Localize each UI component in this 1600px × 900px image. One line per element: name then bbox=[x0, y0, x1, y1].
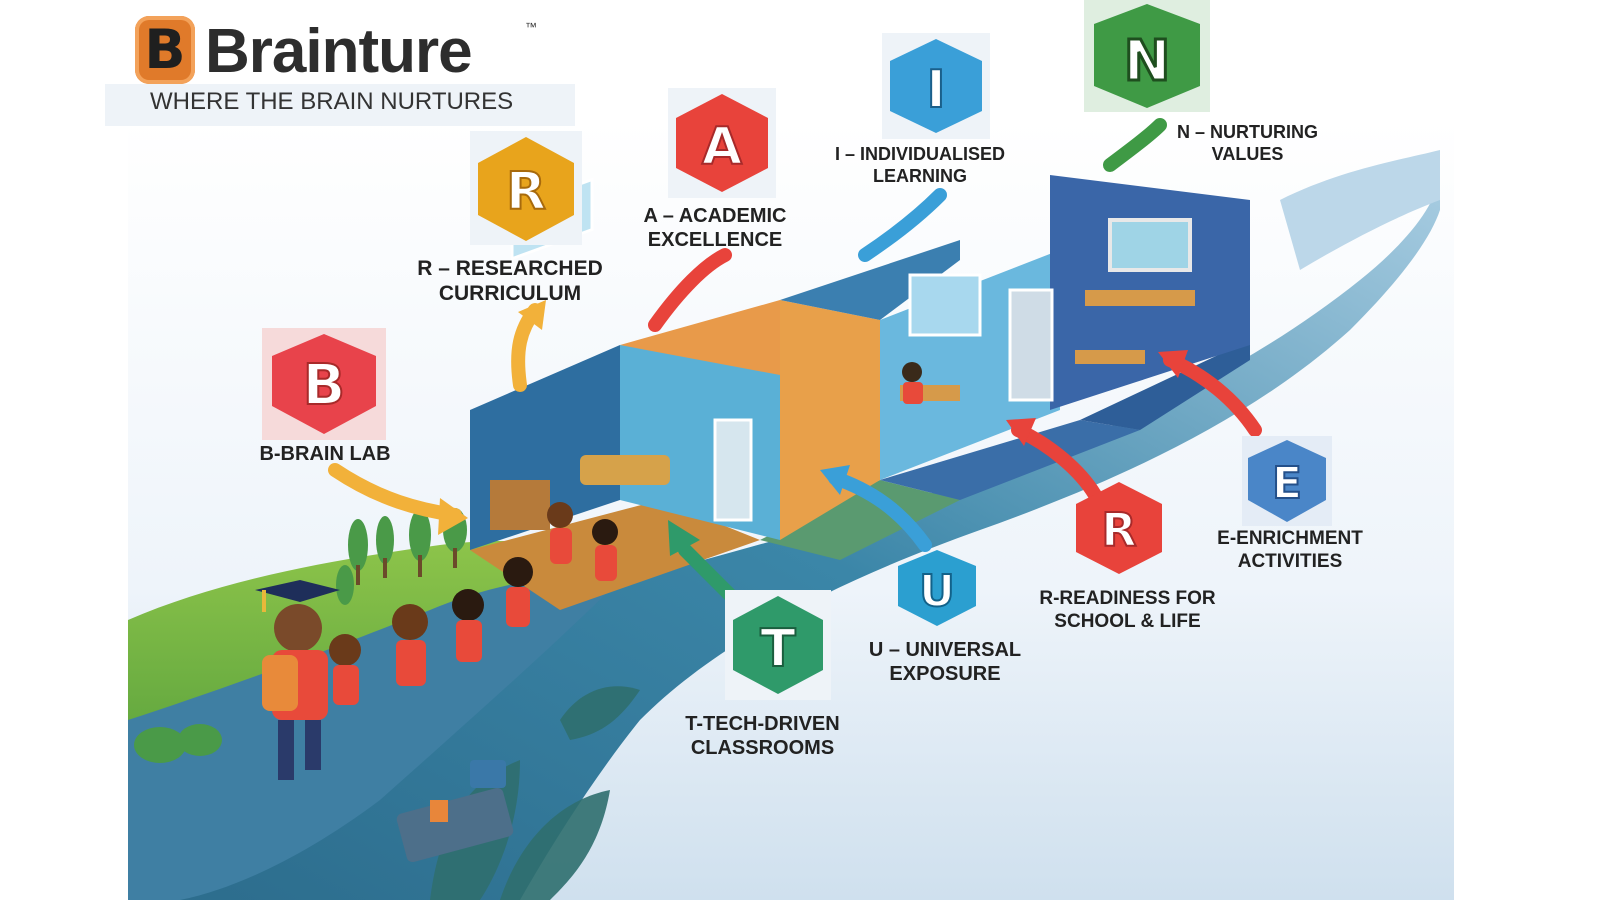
door-2 bbox=[713, 418, 753, 522]
table bbox=[1075, 350, 1145, 364]
svg-text:E: E bbox=[1272, 458, 1302, 509]
svg-text:R: R bbox=[1101, 503, 1136, 557]
tagline: WHERE THE BRAIN NURTURES bbox=[150, 88, 514, 115]
graduate-boy bbox=[255, 580, 340, 780]
window-2 bbox=[908, 273, 982, 337]
stone-block bbox=[396, 787, 514, 863]
badge-t-tech: T bbox=[725, 590, 831, 700]
brand-name: Brainture bbox=[205, 17, 473, 86]
label-b-brain-lab: B-BRAIN LAB bbox=[259, 443, 391, 465]
wall-top bbox=[780, 240, 960, 320]
svg-text:T: T bbox=[760, 619, 796, 679]
small-monitor bbox=[470, 760, 506, 788]
flower-pot bbox=[430, 800, 448, 822]
badge-r-readiness: R bbox=[1072, 478, 1166, 578]
shelf bbox=[490, 480, 550, 530]
walkway bbox=[128, 576, 620, 900]
room-floor-2 bbox=[760, 480, 960, 560]
trademark: ™ bbox=[525, 20, 537, 34]
arrow-heads bbox=[438, 300, 1188, 556]
svg-text:N: N bbox=[1124, 29, 1171, 94]
badge-b-brain-lab: B bbox=[262, 328, 386, 440]
graduation-cap-icon bbox=[255, 580, 340, 602]
sofa bbox=[580, 455, 670, 485]
room-floor-4 bbox=[1080, 340, 1250, 430]
badge-n-nurturing: N bbox=[1084, 0, 1210, 112]
arrow-a bbox=[648, 248, 732, 332]
door bbox=[1008, 288, 1054, 402]
svg-text:R: R bbox=[506, 162, 546, 222]
svg-text:U: U bbox=[919, 566, 955, 617]
children-group bbox=[255, 362, 923, 780]
badge-u-universal: U bbox=[894, 546, 980, 630]
desk bbox=[1085, 290, 1195, 306]
badge-letter: B bbox=[303, 353, 346, 418]
room-floor-3 bbox=[880, 420, 1140, 500]
arrow-i bbox=[858, 188, 947, 262]
badge-e-enrichment: E bbox=[1242, 436, 1332, 526]
path-distance bbox=[1280, 150, 1440, 270]
backpack-icon bbox=[262, 655, 298, 711]
tagline-bar bbox=[105, 84, 575, 126]
badge-i-individualised: I bbox=[882, 33, 990, 139]
smart-board bbox=[1108, 218, 1192, 272]
logo-mark-icon: B bbox=[135, 16, 195, 84]
brainture-logo[interactable]: B Brainture ™ bbox=[135, 12, 555, 92]
badge-r-researched: R bbox=[470, 131, 582, 245]
arrow-n bbox=[1103, 118, 1167, 172]
badge-a-academic: A bbox=[668, 88, 776, 198]
svg-text:A: A bbox=[702, 117, 742, 177]
arrow-u bbox=[828, 471, 932, 552]
svg-text:I: I bbox=[926, 60, 945, 120]
